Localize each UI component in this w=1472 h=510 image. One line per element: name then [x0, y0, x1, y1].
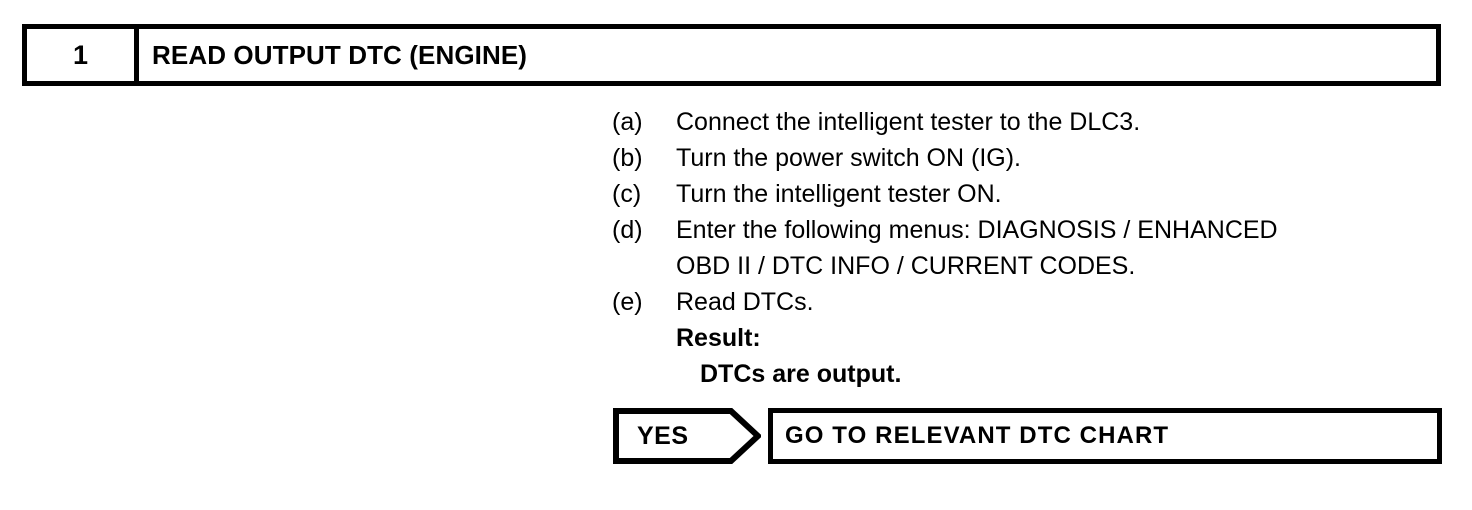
procedure-step-label: (e) [612, 288, 643, 316]
procedure-list: (a) Connect the intelligent tester to th… [612, 104, 1442, 392]
result-value: DTCs are output. [700, 360, 902, 388]
action-text: GO TO RELEVANT DTC CHART [785, 422, 1170, 449]
procedure-step-d: (d) Enter the following menus: DIAGNOSIS… [612, 212, 1442, 248]
step-header-bar: 1 READ OUTPUT DTC (ENGINE) [22, 24, 1441, 86]
procedure-step-e: (e) Read DTCs. [612, 284, 1442, 320]
step-number: 1 [72, 39, 89, 70]
step-number-cell: 1 [27, 29, 139, 81]
procedure-step-text: Turn the power switch ON (IG). [676, 144, 1021, 172]
procedure-step-d-continuation: OBD II / DTC INFO / CURRENT CODES. [612, 248, 1442, 284]
step-title-cell: READ OUTPUT DTC (ENGINE) [139, 29, 1436, 81]
arrow-pentagon-icon [613, 408, 761, 464]
step-title: READ OUTPUT DTC (ENGINE) [152, 40, 528, 70]
procedure-step-text: Turn the intelligent tester ON. [676, 180, 1002, 208]
outcome-row: YES GO TO RELEVANT DTC CHART [613, 408, 1442, 464]
procedure-indent-spacer [612, 248, 676, 284]
yes-arrow-shape: YES [613, 408, 761, 464]
procedure-step-label: (d) [612, 216, 643, 244]
result-block: Result: DTCs are output. [612, 320, 1442, 392]
procedure-step-text: Enter the following menus: DIAGNOSIS / E… [676, 216, 1278, 244]
procedure-step-b: (b) Turn the power switch ON (IG). [612, 140, 1442, 176]
yes-label: YES [637, 422, 689, 450]
procedure-step-label: (c) [612, 180, 642, 208]
result-label: Result: [676, 324, 761, 352]
procedure-step-text: Connect the intelligent tester to the DL… [676, 108, 1141, 136]
procedure-step-label: (a) [612, 108, 643, 136]
procedure-step-label: (b) [612, 144, 643, 172]
procedure-step-c: (c) Turn the intelligent tester ON. [612, 176, 1442, 212]
procedure-step-text-wrap: OBD II / DTC INFO / CURRENT CODES. [676, 252, 1136, 280]
action-box[interactable]: GO TO RELEVANT DTC CHART [768, 408, 1442, 464]
procedure-step-text: Read DTCs. [676, 288, 814, 316]
procedure-step-a: (a) Connect the intelligent tester to th… [612, 104, 1442, 140]
